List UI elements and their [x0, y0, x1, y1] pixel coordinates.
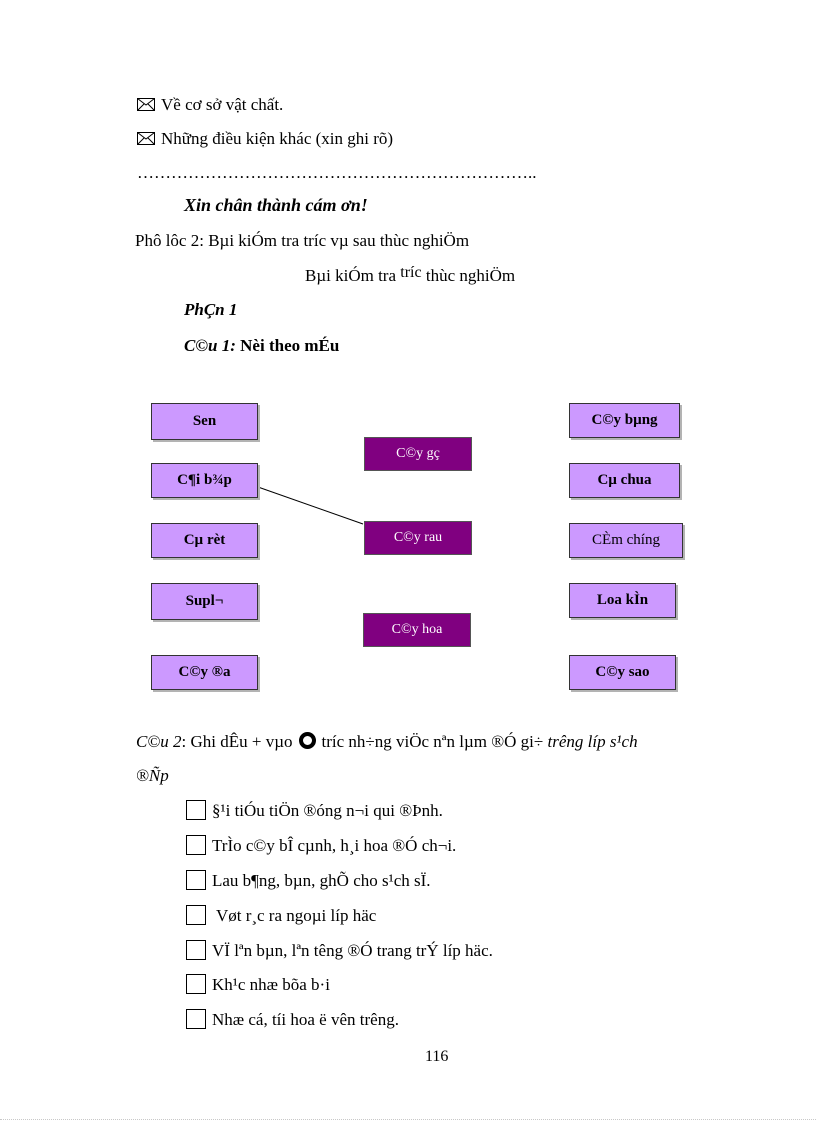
right-box-4[interactable]: Loa kÌn: [569, 583, 676, 618]
option-other: Những điều kiện khác (xin ghi rõ): [137, 129, 393, 149]
section-heading: PhÇn 1: [184, 300, 238, 319]
question-1: C©u 1: Nèi theo mÉu: [184, 336, 339, 356]
question-2-text-italic: trêng líp s¹ch: [547, 732, 638, 751]
option-facilities: Về cơ sở vật chất.: [137, 95, 283, 115]
envelope-icon: [137, 132, 155, 145]
left-box-3[interactable]: Cµ rèt: [151, 523, 258, 558]
checklist-item-7: Nhæ cá, tíi hoa ë vên trêng.: [186, 1009, 399, 1030]
question-2-text-b: tr­íc nh÷ng viÖc nªn lµm ®Ó gi÷: [321, 732, 544, 751]
left-box-4[interactable]: Supl¬: [151, 583, 258, 620]
right-box-3[interactable]: CÈm chíng: [569, 523, 683, 558]
checkbox[interactable]: [186, 800, 206, 820]
checklist-item-1: §¹i tiÓu tiÖn ®óng n¬i qui ®Þnh.: [186, 800, 443, 821]
checklist-item-text: TrÌo c©y bÎ cµnh, h¸i hoa ®Ó ch¬i.: [212, 836, 457, 855]
checklist-item-6: Kh¹c nhæ bõa b·i: [186, 974, 330, 995]
envelope-icon: [137, 98, 155, 111]
checklist-item-text: Lau b¶ng, bµn, ghÕ cho s¹ch sÏ.: [212, 871, 431, 890]
test-title-part2: thùc nghiÖm: [425, 266, 516, 285]
checkbox[interactable]: [186, 1009, 206, 1029]
checklist-item-text: VÏ lªn bµn, lªn têng ®Ó trang trÝ líp hä…: [212, 941, 493, 960]
center-box-3[interactable]: C©y hoa: [363, 613, 471, 647]
checklist-item-4: Vøt r¸c ra ngoµi líp häc: [186, 905, 376, 926]
left-box-1[interactable]: Sen: [151, 403, 258, 440]
right-box-2[interactable]: Cµ chua: [569, 463, 680, 498]
dotted-line: ……………………………………………………………..: [137, 163, 537, 182]
checklist-item-5: VÏ lªn bµn, lªn têng ®Ó trang trÝ líp hä…: [186, 940, 493, 961]
checkbox[interactable]: [186, 940, 206, 960]
checkbox[interactable]: [186, 905, 206, 925]
checklist-item-text: Kh¹c nhæ bõa b·i: [212, 975, 330, 994]
circle-o-icon: [298, 732, 316, 749]
checklist-item-text: §¹i tiÓu tiÖn ®óng n¬i qui ®Þnh.: [212, 801, 443, 820]
checklist-item-3: Lau b¶ng, bµn, ghÕ cho s¹ch sÏ.: [186, 870, 431, 891]
checkbox[interactable]: [186, 870, 206, 890]
center-box-2[interactable]: C©y rau: [364, 521, 472, 555]
right-box-1[interactable]: C©y bµng: [569, 403, 680, 438]
test-title-part1: Bµi kiÓm tra: [305, 266, 397, 285]
question-1-label: C©u 1:: [184, 336, 236, 355]
page-number: 116: [425, 1048, 449, 1065]
checklist-item-text: Vøt r¸c ra ngoµi líp häc: [212, 906, 377, 925]
option-other-text: Những điều kiện khác (xin ghi rõ): [161, 129, 394, 148]
option-facilities-text: Về cơ sở vật chất.: [161, 95, 284, 114]
test-title-tric: tr­íc: [400, 264, 422, 281]
question-2-continuation: ®Ñp: [136, 766, 169, 785]
appendix-title: Phô lôc 2: Bµi kiÓm tra tr­íc vµ sau thù…: [135, 231, 470, 250]
question-1-text: Nèi theo mÉu: [240, 336, 340, 355]
thanks-text: Xin chân thành cám ơn!: [184, 195, 368, 215]
checklist-item-2: TrÌo c©y bÎ cµnh, h¸i hoa ®Ó ch¬i.: [186, 835, 456, 856]
checkbox[interactable]: [186, 835, 206, 855]
test-title: Bµi kiÓm tra tr­íc thùc nghiÖm: [305, 264, 516, 286]
right-box-5[interactable]: C©y sao: [569, 655, 676, 690]
page-bottom-border: [0, 1119, 816, 1120]
checkbox[interactable]: [186, 974, 206, 994]
question-2-label: C©u 2: [136, 732, 182, 751]
checklist-item-text: Nhæ cá, tíi hoa ë vên trêng.: [212, 1010, 399, 1029]
question-2: C©u 2: Ghi dÊu + vµo tr­íc nh÷ng viÖc nªn…: [136, 732, 638, 752]
left-box-5[interactable]: C©y ®a: [151, 655, 258, 690]
left-box-2[interactable]: C¶i b¾p: [151, 463, 258, 498]
question-2-text-a: : Ghi dÊu + vµo: [181, 732, 293, 751]
center-box-1[interactable]: C©y gç: [364, 437, 472, 471]
